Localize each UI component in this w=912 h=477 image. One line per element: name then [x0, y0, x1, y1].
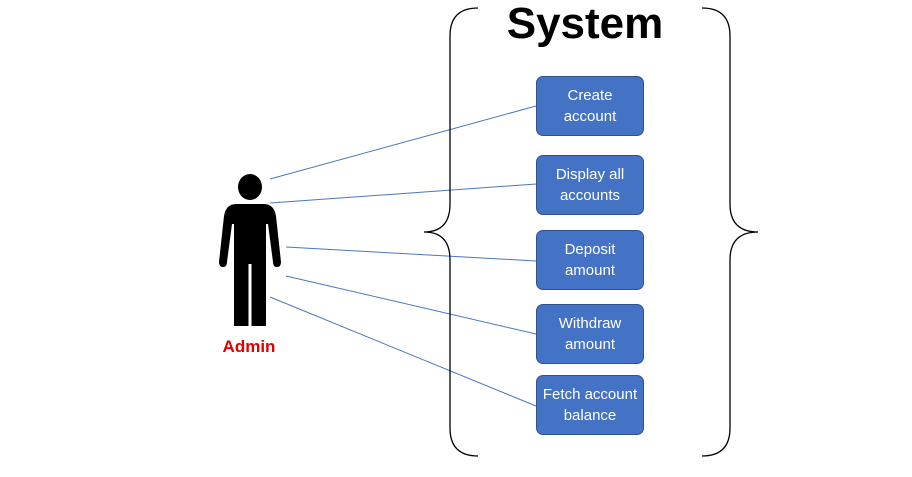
connector-fetch-account-balance	[269, 296, 537, 407]
left-brace	[423, 7, 479, 457]
connector-create-account	[269, 105, 537, 180]
right-brace	[701, 7, 759, 457]
use-case-label: Display all accounts	[555, 166, 625, 204]
use-case-create-account: Create account	[536, 76, 644, 136]
use-case-label: Create account	[563, 87, 617, 125]
use-case-deposit-amount: Deposit amount	[536, 230, 644, 290]
use-case-display-all-accounts: Display all accounts	[536, 155, 644, 215]
use-case-fetch-account-balance: Fetch account balance	[536, 375, 644, 435]
use-case-label: Withdraw amount	[558, 315, 622, 353]
use-case-label: Fetch account balance	[542, 386, 638, 424]
actor-label: Admin	[222, 337, 276, 356]
person-icon	[219, 174, 281, 326]
connector-deposit-amount	[285, 246, 537, 262]
connector-display-all-accounts	[269, 183, 537, 204]
connector-withdraw-amount	[285, 275, 537, 335]
use-case-label: Deposit amount	[564, 241, 616, 279]
use-case-withdraw-amount: Withdraw amount	[536, 304, 644, 364]
system-title: System	[506, 0, 664, 48]
